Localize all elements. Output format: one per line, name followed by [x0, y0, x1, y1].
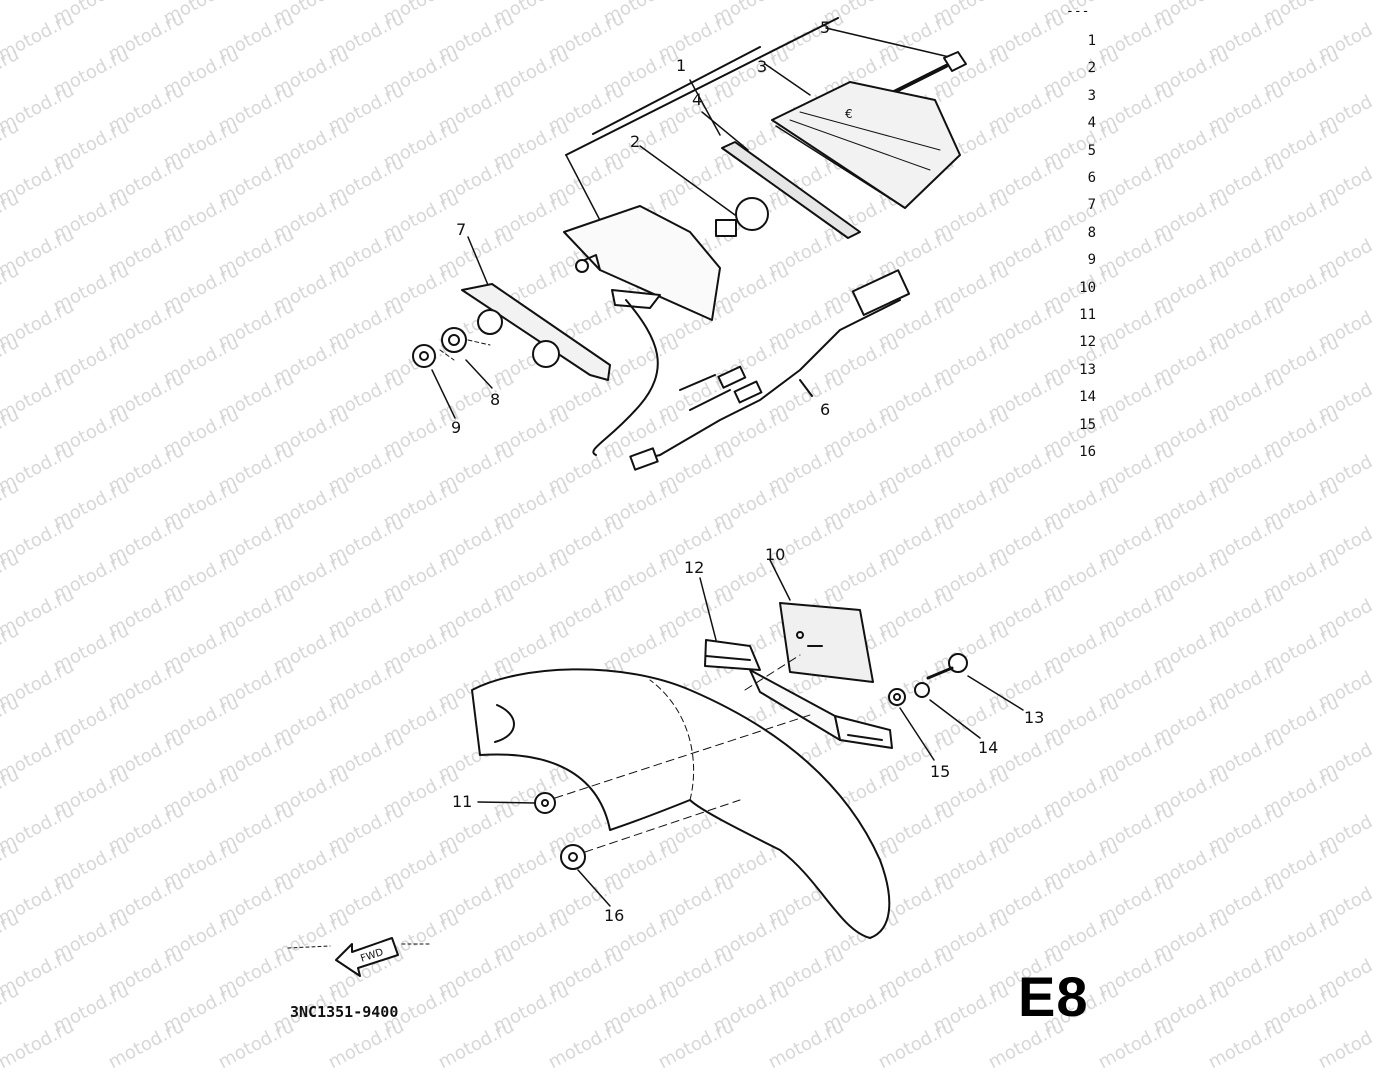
callout-14: 14 — [978, 738, 999, 757]
gasket-part-4 — [721, 141, 861, 239]
callout-8: 8 — [490, 390, 501, 409]
part-index-10: 10 — [1079, 279, 1096, 296]
part-index-8: 8 — [1087, 224, 1096, 241]
part-index-9: 9 — [1087, 252, 1096, 269]
part-index-15: 15 — [1079, 416, 1096, 433]
part-index-6: 6 — [1087, 170, 1096, 186]
taillight-housing-part-1 — [563, 205, 721, 321]
plate-part-7 — [461, 283, 611, 381]
callout-9: 9 — [451, 418, 462, 437]
tail-lens-part-3: € — [771, 81, 961, 209]
diagram-code: 3NC1351-9400 — [290, 1003, 399, 1021]
callout-3: 3 — [757, 57, 768, 76]
callout-4: 4 — [692, 90, 703, 109]
exploded-view-drawing: € — [287, 17, 1024, 977]
washer-part-14 — [914, 682, 930, 698]
washer-part-15 — [888, 688, 906, 706]
page-label: E8 — [1018, 965, 1089, 1028]
part-index-4: 4 — [1087, 115, 1096, 132]
part-index-1: 1 — [1087, 33, 1096, 49]
license-bracket-part-12 — [704, 639, 893, 749]
rear-fender — [471, 668, 891, 939]
callout-16: 16 — [604, 906, 625, 925]
part-index-13: 13 — [1079, 361, 1096, 378]
bulb-part-2 — [715, 197, 769, 237]
part-index-7: 7 — [1087, 197, 1096, 214]
callout-15: 15 — [930, 762, 951, 781]
part-index-2: 2 — [1087, 60, 1096, 77]
lower-leaders — [477, 559, 1024, 907]
fwd-arrow-icon: FWD — [287, 937, 433, 977]
assembly-brackets — [467, 17, 963, 286]
callout-2: 2 — [630, 132, 641, 151]
callout-7: 7 — [456, 220, 467, 239]
callout-13: 13 — [1024, 708, 1045, 727]
part-index-3: 3 — [1087, 87, 1096, 104]
screw-part-5 — [892, 51, 967, 94]
license-light-part-10 — [779, 602, 874, 683]
callout-10: 10 — [765, 545, 786, 564]
callout-5: 5 — [820, 18, 831, 37]
part-index-11: 11 — [1079, 307, 1096, 323]
nut-part-11 — [534, 792, 556, 814]
index-header-dashes: --- — [1066, 4, 1090, 19]
assembly-guide-lines — [554, 654, 811, 853]
part-index-14: 14 — [1079, 389, 1096, 406]
part-index-5: 5 — [1087, 142, 1096, 159]
callout-12: 12 — [684, 558, 705, 577]
callout-11: 11 — [452, 792, 473, 811]
part-index-16: 16 — [1079, 444, 1096, 460]
collar-part-8 — [441, 327, 467, 353]
callout-6: 6 — [820, 400, 831, 419]
wire-harness-part-6 — [592, 269, 911, 471]
bolt-part-13 — [926, 653, 968, 680]
part-index-12: 12 — [1079, 334, 1096, 351]
svg-text:€: € — [845, 107, 853, 121]
nut-part-9 — [412, 344, 436, 368]
nut-part-16 — [560, 844, 586, 870]
callout-1: 1 — [676, 56, 687, 75]
